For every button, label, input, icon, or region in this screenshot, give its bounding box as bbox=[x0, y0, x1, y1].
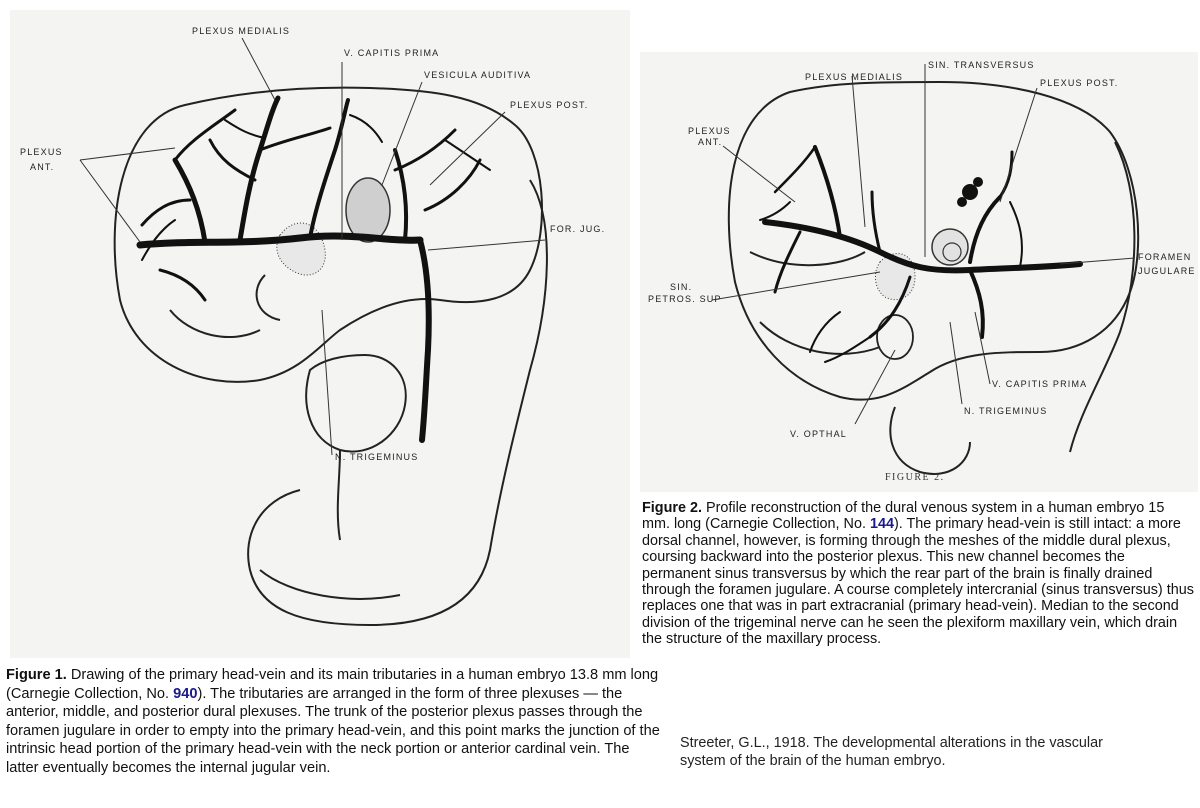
label-foramen: FORAMEN bbox=[1138, 252, 1191, 262]
figure-2-caption-text-a: Profile reconstruction of the dural veno… bbox=[642, 500, 1165, 533]
figure-1-caption-text-b: ). The tributaries are arranged in the f… bbox=[6, 685, 660, 776]
label-for-jug: FOR. JUG. bbox=[550, 224, 605, 234]
label-sin-petros-line1: SIN. bbox=[670, 282, 692, 292]
figure-2-caption-title: Figure 2. bbox=[642, 500, 702, 516]
label-plexus-ant-2-line1: PLEXUS bbox=[688, 126, 731, 136]
figure-1-collection-link[interactable]: 940 bbox=[173, 685, 198, 702]
figure-2-collection-link[interactable]: 144 bbox=[869, 516, 894, 533]
label-sin-transversus: SIN. TRANSVERSUS bbox=[928, 60, 1035, 70]
figure-2-illustration: SIN. TRANSVERSUS PLEXUS MEDIALIS PLEXUS … bbox=[648, 60, 1196, 483]
figure-1-caption-title: Figure 1. bbox=[6, 667, 67, 683]
figure-1-caption: Figure 1. Drawing of the primary head-ve… bbox=[6, 666, 666, 778]
figure-2-drawing: SIN. TRANSVERSUS PLEXUS MEDIALIS PLEXUS … bbox=[640, 52, 1198, 492]
label-n-trigeminus-2: N. TRIGEMINUS bbox=[964, 406, 1047, 416]
label-plexus-post-2: PLEXUS POST. bbox=[1040, 78, 1118, 88]
label-plexus-medialis-2: PLEXUS MEDIALIS bbox=[805, 72, 903, 82]
label-plexus-ant-line1: PLEXUS bbox=[20, 147, 63, 157]
figure-2-caption-text-b: ). The primary head-vein is still intact… bbox=[642, 516, 1194, 648]
label-v-capitis-prima: V. CAPITIS PRIMA bbox=[344, 48, 439, 58]
label-n-trigeminus: N. TRIGEMINUS bbox=[335, 452, 418, 462]
label-plexus-medialis: PLEXUS MEDIALIS bbox=[192, 26, 290, 36]
label-v-opthal: V. OPTHAL bbox=[790, 429, 847, 439]
label-v-capitis-prima-2: V. CAPITIS PRIMA bbox=[992, 379, 1087, 389]
figure-1-caption-text-a: Drawing of the primary head-vein and its… bbox=[6, 667, 659, 702]
figure-1-illustration: PLEXUS MEDIALIS V. CAPITIS PRIMA VESICUL… bbox=[20, 26, 605, 627]
label-sin-petros-line2: PETROS. SUP bbox=[648, 294, 722, 304]
label-vesicula-auditiva: VESICULA AUDITIVA bbox=[424, 70, 531, 80]
label-plexus-post: PLEXUS POST. bbox=[510, 100, 588, 110]
figure-2-caption: Figure 2. Profile reconstruction of the … bbox=[642, 500, 1194, 648]
label-jugulare: JUGULARE bbox=[1138, 266, 1196, 276]
label-plexus-ant-line2: ANT. bbox=[30, 162, 54, 172]
source-citation: Streeter, G.L., 1918. The developmental … bbox=[680, 735, 1103, 769]
label-plexus-ant-2-line2: ANT. bbox=[698, 137, 722, 147]
figure-2-mark: FIGURE 2. bbox=[885, 472, 945, 483]
figure-1-drawing: PLEXUS MEDIALIS V. CAPITIS PRIMA VESICUL… bbox=[10, 10, 630, 658]
